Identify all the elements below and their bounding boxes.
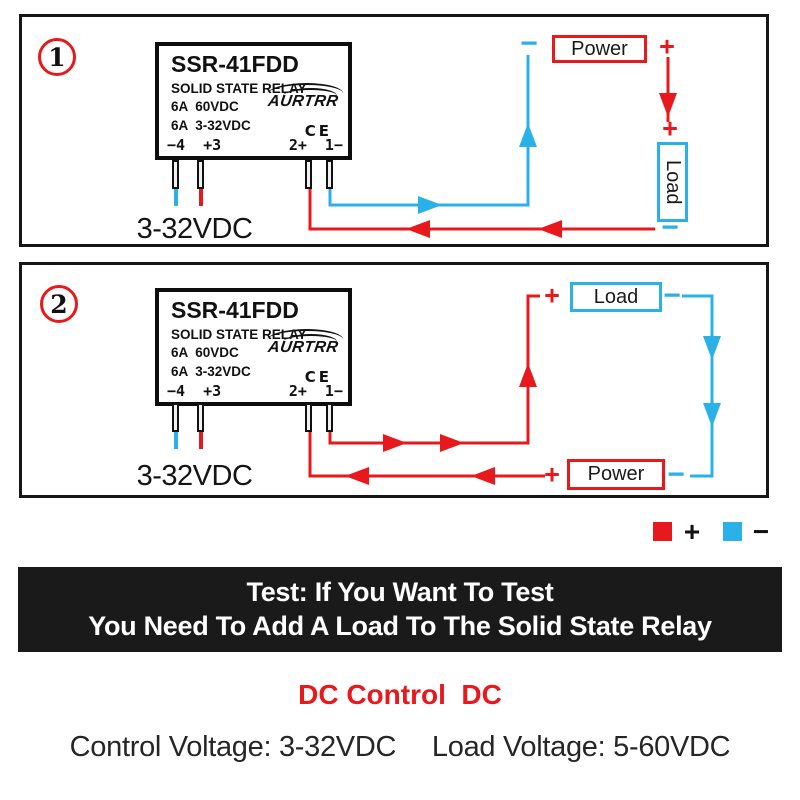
ssr-relay: SSR-41FDD SOLID STATE RELAY 6A 60VDC 6A …	[155, 42, 352, 160]
flow-arrow-right	[440, 434, 464, 452]
input-terminals: −4 +3	[167, 382, 222, 400]
relay-model: SSR-41FDD	[171, 51, 299, 77]
flow-arrow-down	[703, 403, 721, 427]
dc-wire-red	[328, 294, 540, 445]
power-box: Power	[567, 459, 665, 490]
flow-arrow-left	[406, 220, 430, 238]
panel-number-badge: 1	[38, 38, 76, 76]
brand-logo: AURTRR	[266, 93, 340, 110]
load-voltage-spec: Load Voltage: 5-60VDC	[431, 731, 731, 763]
pin-4	[172, 403, 179, 432]
relay-load-spec: 6A 60VDC	[171, 99, 239, 114]
load-box: Load	[657, 142, 688, 222]
power-label: Power	[571, 37, 628, 60]
panel-number-badge: 2	[40, 285, 78, 323]
dc-wire-blue	[328, 55, 530, 207]
output-terminals: 2+ 1−	[288, 382, 343, 400]
plus-symbol: +	[544, 459, 560, 490]
load-label: Load	[593, 285, 639, 308]
flow-arrow-left	[345, 467, 369, 485]
dc-control-heading: DC Control DC	[298, 679, 502, 710]
plus-symbol: +	[662, 113, 678, 144]
flow-arrow-right	[383, 434, 407, 452]
plus-symbol: +	[659, 31, 675, 62]
ssr-relay: SSR-41FDD SOLID STATE RELAY 6A 60VDC 6A …	[155, 288, 352, 406]
negative-lead	[174, 189, 178, 206]
dc-wire-blue	[682, 294, 714, 478]
pin-2	[305, 403, 312, 432]
relay-control-spec: 6A 3-32VDC	[171, 364, 251, 379]
panel-number: 1	[48, 42, 66, 72]
ce-mark: CE	[304, 122, 332, 140]
pin-2	[305, 160, 312, 189]
flow-arrow-right	[418, 196, 442, 214]
minus-symbol: −	[661, 211, 679, 244]
pin-1	[326, 403, 333, 432]
pin-1	[326, 160, 333, 189]
positive-lead	[199, 189, 203, 206]
load-box: Load	[570, 282, 662, 312]
wiring-layer	[308, 55, 677, 238]
ce-mark: CE	[304, 368, 332, 386]
wiring-panel-2: 2 SSR-41FDD SOLID STATE RELAY 6A 60VDC 6…	[19, 262, 769, 498]
banner-line-2: You Need To Add A Load To The Solid Stat…	[88, 611, 712, 641]
dc-wire-red	[308, 432, 545, 478]
red-swatch-icon	[653, 522, 672, 541]
dc-wire-red	[308, 189, 655, 231]
control-voltage-label: 3-32VDC	[136, 460, 253, 492]
panel-number: 2	[50, 289, 68, 319]
relay-load-spec: 6A 60VDC	[171, 345, 239, 360]
terminal-labels: −4 +3 2+ 1−	[159, 136, 348, 154]
input-terminals: −4 +3	[167, 136, 222, 154]
plus-symbol: +	[544, 280, 560, 311]
minus-symbol: −	[520, 27, 538, 60]
output-terminals: 2+ 1−	[288, 136, 343, 154]
polarity-legend: + −	[0, 516, 800, 547]
test-note-banner: Test: If You Want To Test You Need To Ad…	[18, 567, 782, 652]
plus-symbol: +	[683, 516, 701, 547]
minus-symbol: −	[663, 279, 681, 312]
minus-symbol: −	[752, 516, 770, 547]
pin-3	[197, 403, 204, 432]
flow-arrow-left	[538, 220, 562, 238]
minus-symbol: −	[667, 458, 685, 491]
wiring-panel-1: 1 SSR-41FDD SOLID STATE RELAY 6A 60VDC 6…	[19, 14, 769, 247]
control-voltage-label: 3-32VDC	[136, 213, 253, 245]
blue-swatch-icon	[723, 522, 742, 541]
flow-arrow-down	[703, 336, 721, 360]
pin-4	[172, 160, 179, 189]
positive-lead	[199, 432, 203, 449]
terminal-labels: −4 +3 2+ 1−	[159, 382, 348, 400]
flow-arrow-left	[471, 467, 495, 485]
control-voltage-spec: Control Voltage: 3-32VDC	[69, 731, 397, 763]
flow-arrow-up	[519, 363, 537, 387]
flow-arrow-up	[519, 123, 537, 147]
load-label: Load	[662, 159, 684, 205]
relay-model: SSR-41FDD	[171, 297, 299, 323]
brand-logo: AURTRR	[266, 339, 340, 356]
power-box: Power	[552, 35, 647, 63]
pin-3	[197, 160, 204, 189]
relay-control-spec: 6A 3-32VDC	[171, 118, 251, 133]
power-label: Power	[587, 463, 645, 485]
voltage-specs: Control Voltage: 3-32VDC Load Voltage: 5…	[0, 731, 800, 764]
negative-lead	[174, 432, 178, 449]
banner-line-1: Test: If You Want To Test	[246, 577, 554, 607]
